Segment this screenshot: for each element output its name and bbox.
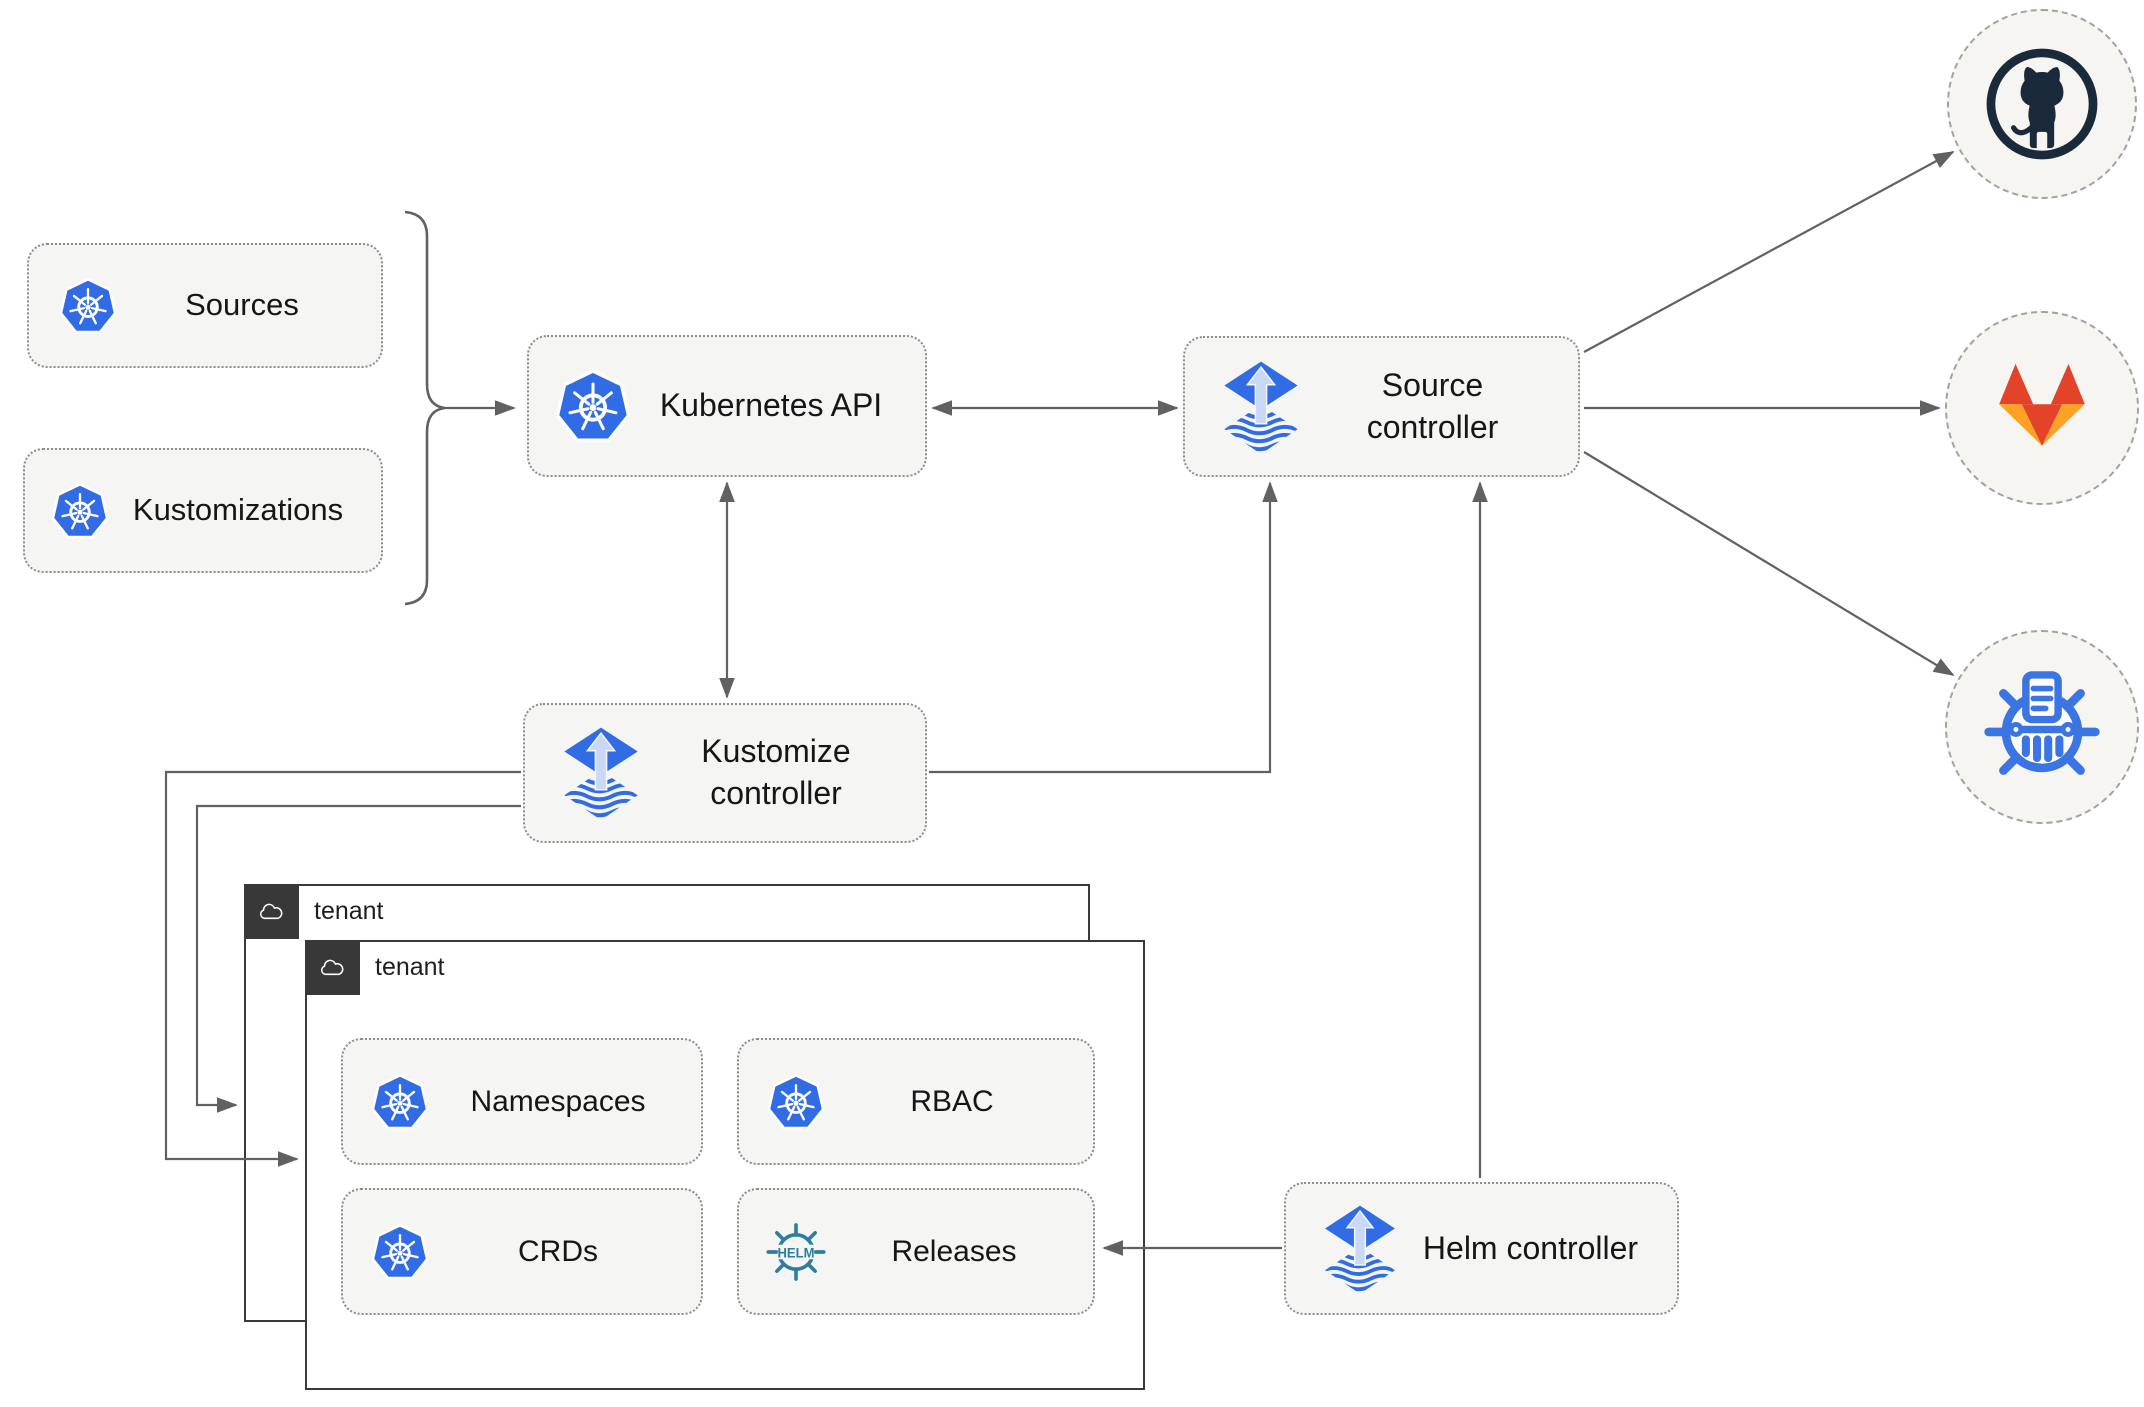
external-github <box>1947 9 2137 199</box>
flux-icon <box>561 726 641 820</box>
node-rbac-label: RBAC <box>910 1085 994 1118</box>
tenant-inner-box: tenant <box>304 939 1145 1390</box>
tenant-inner-badge <box>304 939 360 995</box>
node-sources-label: Sources <box>185 287 299 323</box>
gitlab-icon <box>1979 345 2105 471</box>
node-releases-label: Releases <box>891 1235 1017 1268</box>
node-helm-controller-label: Helm controller <box>1422 1229 1639 1266</box>
node-releases: HELM Releases <box>737 1188 1095 1315</box>
edge-kustomize-to-source-controller <box>929 481 1278 774</box>
tenant-outer-label: tenant <box>314 896 384 925</box>
node-source-controller-label: Source controller <box>1366 366 1499 445</box>
kubernetes-icon <box>371 1223 429 1281</box>
tenant-inner-label: tenant <box>375 952 445 981</box>
external-helm-chart-repository <box>1945 630 2139 824</box>
tenant-outer-badge <box>243 883 299 939</box>
node-namespaces-label: Namespaces <box>470 1085 646 1118</box>
kubernetes-icon <box>555 368 631 444</box>
node-crds: CRDs <box>341 1188 703 1315</box>
flux-icon <box>1221 360 1301 454</box>
node-kustomizations-label: Kustomizations <box>132 492 344 528</box>
kubernetes-icon <box>59 277 117 335</box>
node-kustomizations: Kustomizations <box>23 448 383 573</box>
edge-source-controller-to-github <box>1583 151 1955 353</box>
node-kustomize-controller-label: Kustomize controller <box>701 733 851 811</box>
external-gitlab <box>1945 311 2139 505</box>
kubernetes-icon <box>371 1073 429 1131</box>
node-kubernetes-api-label: Kubernetes API <box>659 387 883 424</box>
node-sources: Sources <box>27 243 383 368</box>
chartmuseum-icon <box>1980 665 2104 789</box>
node-rbac: RBAC <box>737 1038 1095 1165</box>
kubernetes-icon <box>51 482 109 540</box>
flux-icon <box>1322 1204 1398 1294</box>
helm-wordmark: HELM <box>778 1245 815 1261</box>
node-kubernetes-api: Kubernetes API <box>527 335 927 477</box>
helm-icon: HELM <box>763 1219 829 1285</box>
node-namespaces: Namespaces <box>341 1038 703 1165</box>
node-helm-controller: Helm controller <box>1284 1182 1679 1315</box>
edge-source-controller-to-chart-repository <box>1583 451 1955 676</box>
kubernetes-icon <box>767 1073 825 1131</box>
brace-sources-group <box>404 210 446 606</box>
github-icon <box>1984 46 2100 162</box>
node-kustomize-controller: Kustomize controller <box>523 703 927 843</box>
cloud-icon <box>254 899 288 924</box>
cloud-icon <box>315 955 349 980</box>
node-crds-label: CRDs <box>518 1235 598 1268</box>
node-source-controller: Source controller <box>1183 336 1580 477</box>
